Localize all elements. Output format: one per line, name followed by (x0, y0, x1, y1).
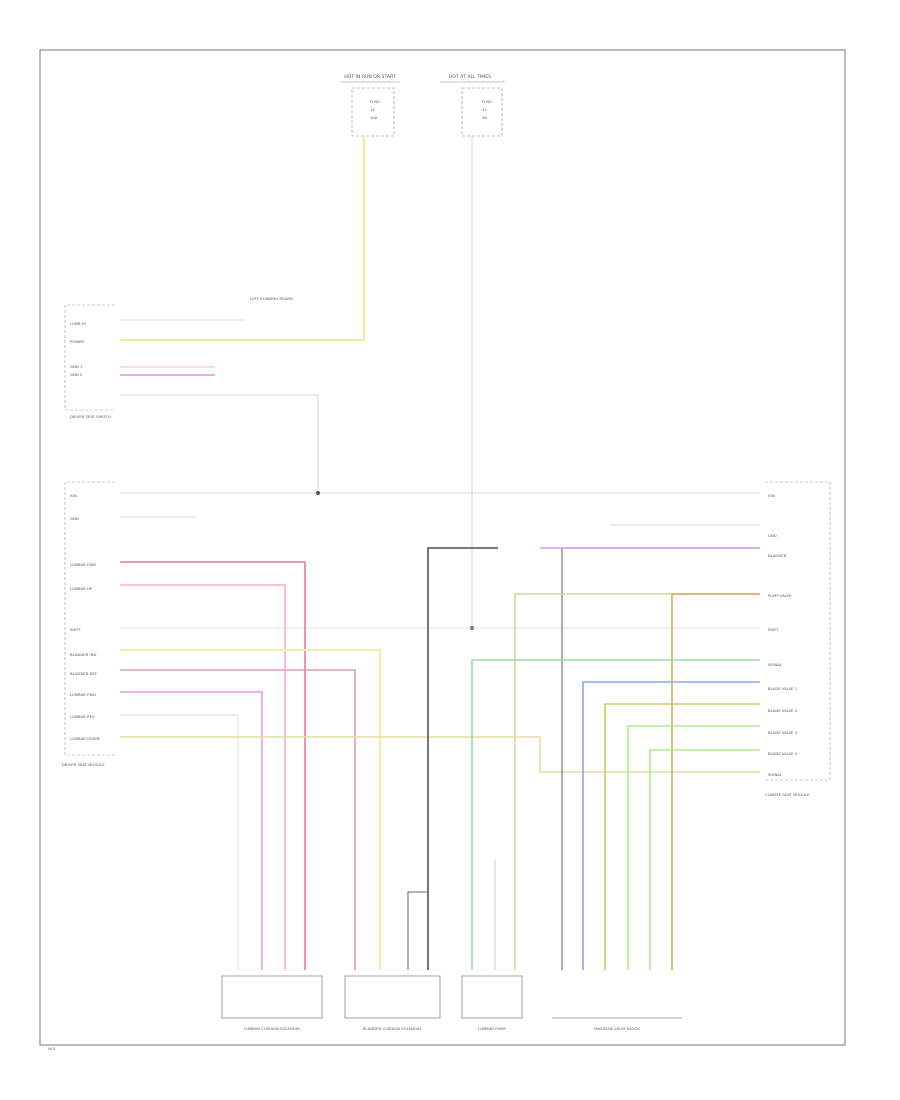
climate-pin-2: GND (768, 533, 777, 538)
fuse-left-line2: 15 (370, 107, 375, 112)
climate-pin-4: PUMP VALVE (768, 593, 792, 598)
fuse-right-line2: 32 (482, 107, 487, 112)
component-1-label: LUMBAR CUSHION SOLENOID (244, 1026, 300, 1031)
switch-pin-4: GND 2 (70, 372, 83, 377)
fuse-block-left: HOT IN RUN OR START FUSE 15 10A (340, 74, 400, 137)
module-pin-7: BLADDER DEF (70, 671, 97, 676)
climate-pin-9: BLADE VALVE 3 (768, 730, 798, 735)
fuse-left-line3: 10A (370, 115, 378, 120)
module-pin-5: SHIFT (70, 627, 82, 632)
fuse-right-title: HOT AT ALL TIMES (449, 74, 491, 80)
corner-id: W-5 (48, 1046, 56, 1051)
wire-power-yellow (120, 136, 365, 341)
driver-seat-switch: LUMB HI POWER GND 1 GND 2 DRIVER SEAT SW… (64, 304, 115, 419)
fuse-block-right: HOT AT ALL TIMES FUSE 32 5A (440, 74, 505, 137)
diagram-frame (39, 49, 846, 1046)
climate-pin-3: BLADDER (768, 553, 787, 558)
switch-label: DRIVER SEAT SWITCH (70, 414, 111, 419)
component-3-label: LUMBAR PUMP (478, 1026, 506, 1031)
driver-seat-module: IGN GND LUMBAR FWD LUMBAR UP SHIFT BLADD… (62, 481, 115, 767)
lumbar-cushion-solenoid: LUMBAR CUSHION SOLENOID (221, 975, 323, 1031)
module-pin-10: LUMBAR DOWN (70, 736, 100, 741)
climate-pin-8: BLADE VALVE 2 (768, 708, 798, 713)
module-pin-9: LUMBAR REV (70, 714, 95, 719)
climate-seat-module: IGN GND BLADDER PUMP VALVE SHIFT SIGNAL … (765, 481, 831, 797)
fuse-right-line1: FUSE (482, 99, 492, 104)
module-pin-6: BLADDER IND (70, 652, 96, 657)
splice-label: LEFT RUNNING BOARD (250, 296, 293, 301)
climate-pin-10: BLADE VALVE 4 (768, 751, 798, 756)
climate-pin-7: BLADE VALVE 1 (768, 686, 798, 691)
fuse-left-line1: FUSE (370, 99, 380, 104)
climate-label: CLIMATE SEAT MODULE (765, 792, 810, 797)
module-label: DRIVER SEAT MODULE (62, 762, 105, 767)
climate-pin-11: SIGNAL (768, 772, 783, 777)
fuse-left-title: HOT IN RUN OR START (344, 74, 396, 80)
component-4-label: MASSAGE VALVE BLOCK (594, 1026, 640, 1031)
module-pin-3: LUMBAR FWD (70, 562, 96, 567)
climate-pin-5: SHIFT (768, 627, 780, 632)
bladder-cushion-solenoid: BLADDER CUSHION SOLENOID (344, 975, 441, 1031)
fuse-right-line3: 5A (482, 115, 487, 120)
module-pin-2: GND (70, 516, 79, 521)
component-2-label: BLADDER CUSHION SOLENOID (363, 1026, 421, 1031)
massage-valve-block: MASSAGE VALVE BLOCK (552, 1017, 682, 1031)
module-pin-8: LUMBAR FWD (70, 692, 96, 697)
module-pin-1: IGN (70, 493, 77, 498)
climate-pin-6: SIGNAL (768, 662, 783, 667)
switch-pin-3: GND 1 (70, 364, 83, 369)
lumbar-pump: LUMBAR PUMP (461, 975, 523, 1031)
climate-pin-1: IGN (768, 493, 775, 498)
switch-pin-2: POWER (70, 339, 84, 344)
module-pin-4: LUMBAR UP (70, 586, 93, 591)
switch-pin-1: LUMB HI (70, 321, 86, 326)
